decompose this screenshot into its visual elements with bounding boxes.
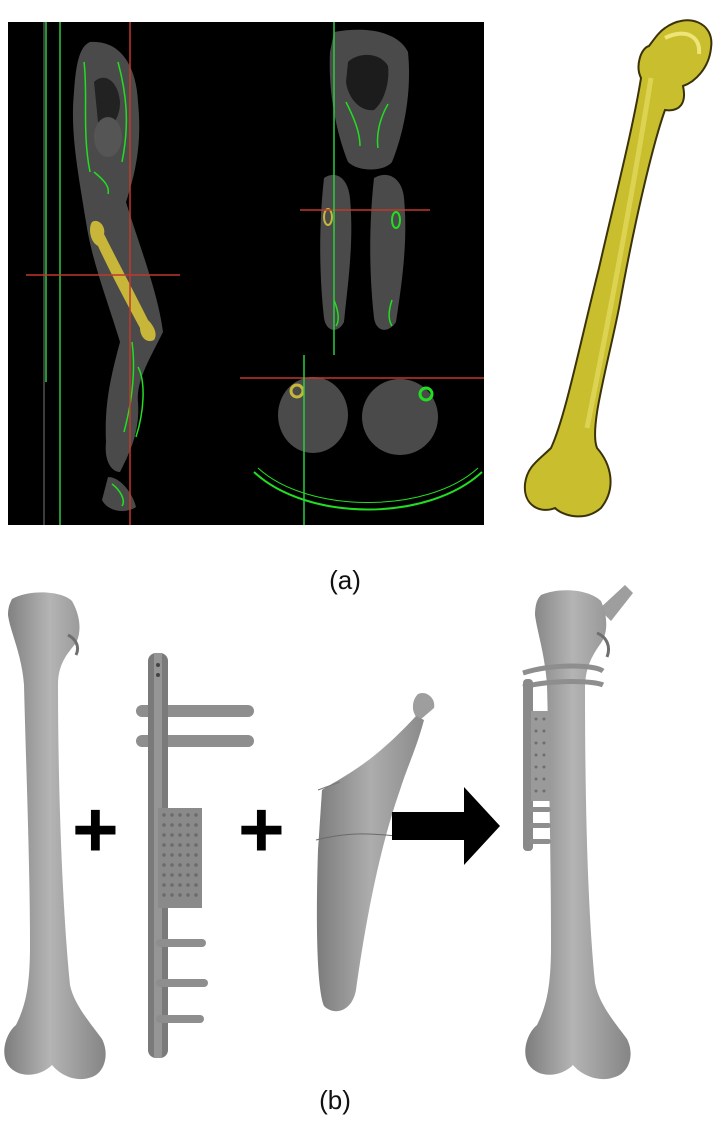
- assembled-implant-femur: [515, 585, 655, 1085]
- plus-operator-1: +: [72, 790, 119, 870]
- right-arrow-icon: [390, 785, 502, 867]
- panel-b: + +: [0, 585, 718, 1125]
- femur-3d-model: [515, 8, 715, 530]
- caption-b: (b): [305, 1085, 365, 1116]
- ct-viewer: [8, 22, 484, 525]
- plus-operator-2: +: [238, 790, 285, 870]
- panel-a: (a): [0, 0, 718, 600]
